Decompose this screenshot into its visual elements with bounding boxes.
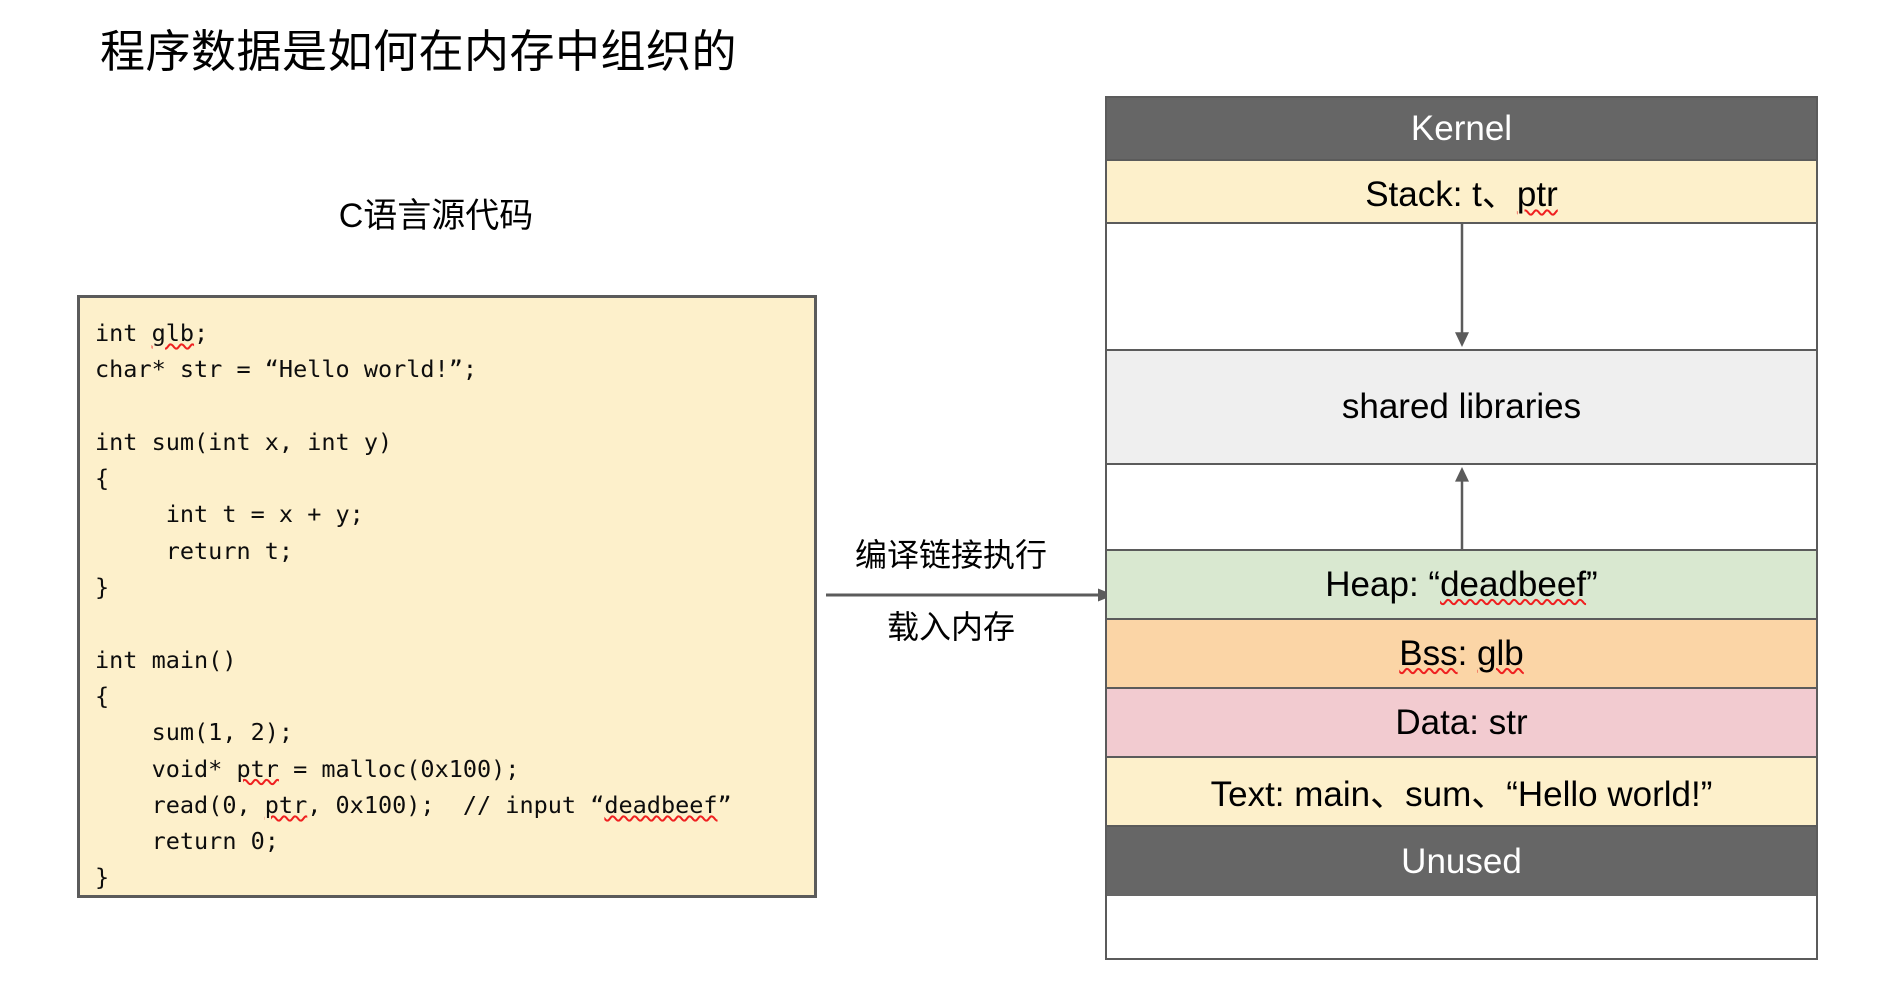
source-code-caption: C语言源代码 [338,197,534,235]
heap-growth-up-arrow-icon [1454,466,1469,549]
page-title: 程序数据是如何在内存中组织的 [100,26,738,77]
transition-group: 编译链接执行 载入内存 [826,530,1116,650]
memory-row-label: Heap: “deadbeef” [1325,564,1598,604]
memory-row-label: shared libraries [1341,387,1582,426]
transition-label-bottom: 载入内存 [886,609,1015,645]
memory-row-heap: Heap: “deadbeef” [1107,551,1816,620]
memory-row-kernel: Kernel [1107,98,1816,161]
source-code-box: int glb; char* str = “Hello world!”; int… [77,295,817,898]
transition-arrow-icon [826,588,1114,602]
memory-row-label: Kernel [1410,108,1513,148]
stack-growth-down-arrow-icon [1454,224,1469,348]
memory-row-gap-upper [1107,224,1816,351]
memory-row-shared-libraries: shared libraries [1107,351,1816,465]
memory-row-label: Unused [1401,841,1522,881]
memory-row-label: Text: main、sum、“Hello world!” [1210,775,1713,814]
memory-row-unused: Unused [1107,827,1816,896]
transition-label-top: 编译链接执行 [854,537,1047,573]
memory-row-text: Text: main、sum、“Hello world!” [1107,758,1816,827]
memory-row-data: Data: str [1107,689,1816,758]
source-code-text: int glb; char* str = “Hello world!”; int… [95,319,732,892]
memory-row-gap-lower [1107,465,1816,551]
memory-row-stack: Stack: t、ptr [1107,161,1816,224]
memory-row-label: Stack: t、ptr [1365,175,1558,214]
memory-row-label: Bss: glb [1399,633,1524,673]
memory-row-bss: Bss: glb [1107,620,1816,689]
memory-row-label: Data: str [1395,702,1528,742]
